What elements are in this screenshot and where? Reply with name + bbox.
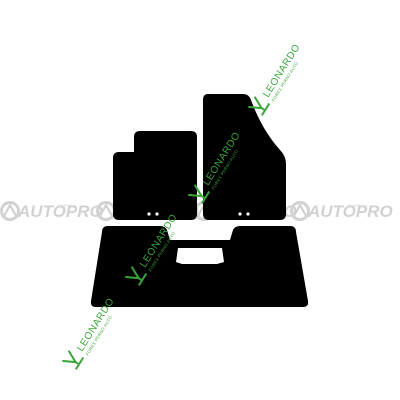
mat-fixing-hole [246,212,250,216]
mat-fixing-hole [155,212,159,216]
passenger-front-mat [203,94,286,220]
autopro-word: AUTOPRO [307,202,393,221]
autopro-watermark: AUTOPRO PUMPKIT KIT [0,201,103,221]
mat-fixing-hole [238,212,242,216]
rear-tunnel-cutout [176,248,224,264]
autopro-word: AUTOPRO [17,202,103,221]
mat-fixing-hole [147,212,151,216]
driver-front-mat [113,131,197,220]
autopro-watermark: AUTOPRO PUMPKIT KIT [290,201,393,221]
autopro-tagline: PUMPKIT KIT [348,204,368,208]
rear-one-piece-mat [90,226,309,307]
autopro-tagline: PUMPKIT KIT [58,204,78,208]
